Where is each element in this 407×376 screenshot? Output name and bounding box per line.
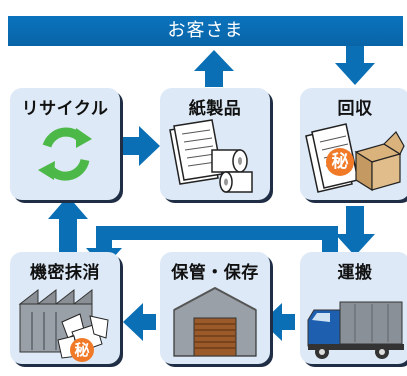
arrow-right-recycle-to-paper bbox=[122, 126, 160, 166]
step-destroy-label: 機密抹消 bbox=[30, 263, 100, 283]
customer-label: お客さま bbox=[167, 20, 244, 41]
step-storage-label: 保管・保存 bbox=[171, 263, 259, 283]
step-paper: 紙製品 bbox=[160, 88, 270, 200]
step-recycle: リサイクル bbox=[10, 88, 120, 200]
step-transport-label: 運搬 bbox=[337, 263, 373, 283]
truck-icon bbox=[307, 301, 404, 359]
recycle-icon bbox=[38, 127, 92, 181]
step-collect-label: 回収 bbox=[337, 99, 373, 119]
arrow-down-customer-to-collect bbox=[335, 46, 375, 85]
confidential-stamp-icon bbox=[70, 338, 94, 362]
arrow-bypass-transport-to-destroy bbox=[86, 226, 338, 268]
confidential-stamp-icon bbox=[326, 148, 354, 176]
customer-banner: お客さま bbox=[8, 16, 403, 46]
warehouse-icon bbox=[173, 286, 257, 357]
step-recycle-label: リサイクル bbox=[21, 99, 109, 119]
destroy-stamp-label: 秘 bbox=[74, 341, 90, 359]
step-transport: 運搬 bbox=[300, 252, 407, 364]
step-storage: 保管・保存 bbox=[160, 252, 270, 364]
step-paper-label: 紙製品 bbox=[188, 99, 242, 119]
arrow-left-storage-to-destroy bbox=[123, 303, 156, 341]
paper-products-icon bbox=[169, 119, 253, 193]
arrow-up-destroy-to-recycle bbox=[48, 196, 88, 252]
arrow-up-paper-to-customer bbox=[194, 50, 234, 87]
shredding-icon bbox=[18, 288, 109, 362]
step-collect: 回収 秘 bbox=[300, 88, 407, 200]
arrow-left-transport-to-storage bbox=[262, 303, 295, 341]
confidential-stamp-label: 秘 bbox=[331, 152, 349, 172]
collection-icon bbox=[305, 123, 405, 193]
step-destroy: 機密抹消 秘 bbox=[10, 252, 120, 364]
arrow-down-collect-to-transport bbox=[335, 206, 375, 256]
